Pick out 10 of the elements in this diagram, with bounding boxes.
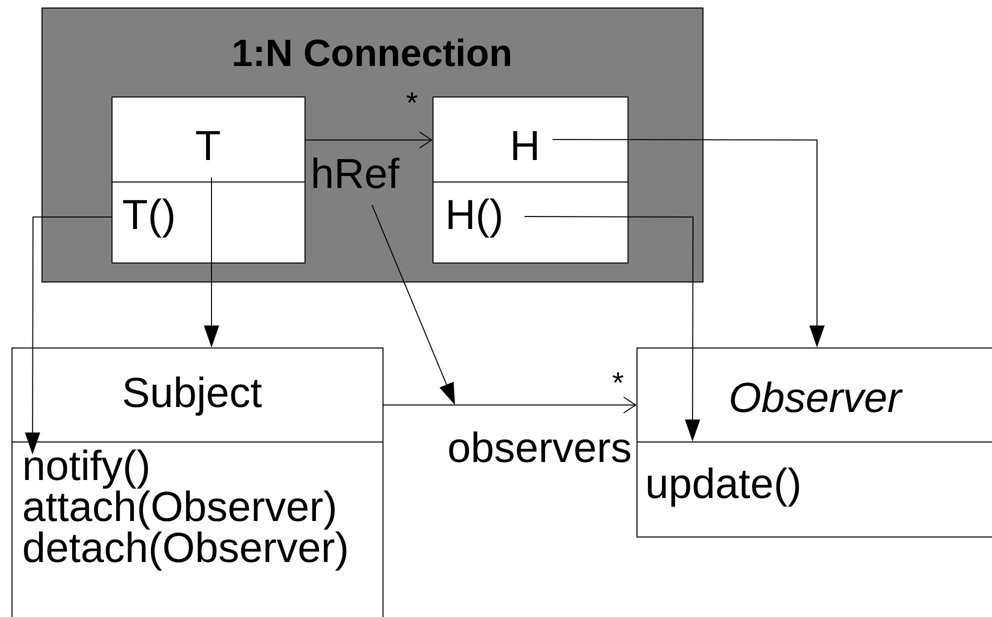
class-box: T T() <box>112 96 306 264</box>
multiplicity-mark: * <box>406 92 418 103</box>
role-name: observers <box>449 432 630 462</box>
class-box: Observer update() <box>636 347 992 538</box>
arrow <box>382 396 636 414</box>
arrow <box>305 131 433 148</box>
multiplicity-mark: * <box>612 372 624 383</box>
class-box: H H() <box>432 96 628 264</box>
class-box: Subject notify() attach(Observer) detach(Observer) <box>12 347 384 617</box>
role-name: hRef <box>314 158 400 188</box>
